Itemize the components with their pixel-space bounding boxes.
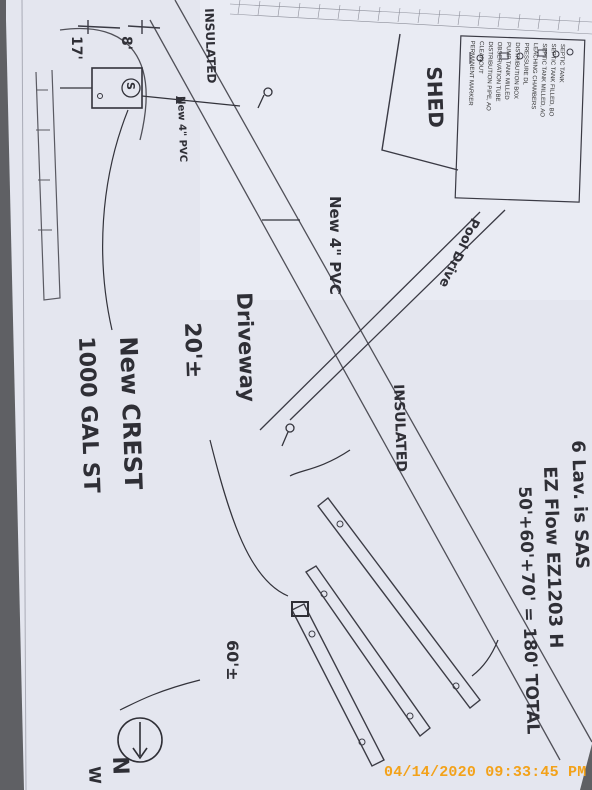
label-north: N xyxy=(107,756,133,776)
label-west: W xyxy=(85,766,105,785)
house-ticks xyxy=(36,89,52,231)
arrow-pipe xyxy=(176,96,185,104)
label-spec-1: 6 Lav. is SAS xyxy=(567,440,592,570)
legend-box xyxy=(454,35,586,203)
tank-lid-circle xyxy=(121,78,141,98)
leaching-trenches xyxy=(291,497,481,767)
photo-timestamp: 04/14/2020 09:33:45 PM xyxy=(384,764,587,781)
paper-margin-line xyxy=(21,0,27,790)
tank-inlet-dot xyxy=(97,93,103,99)
label-tank-note-1: New CREST xyxy=(114,336,148,490)
grid-strip xyxy=(229,0,592,35)
label-depth-1: 8' xyxy=(118,36,134,51)
dist-arrow-curve xyxy=(209,439,289,597)
cleanout-markers xyxy=(257,87,295,447)
north-arrow-circle xyxy=(117,717,163,763)
label-shed: SHED xyxy=(422,66,449,129)
house-outline xyxy=(35,69,61,301)
distribution-box xyxy=(291,601,309,617)
label-laterals: 60'± xyxy=(223,640,242,681)
label-insulated-top: INSULATED xyxy=(202,8,219,84)
legend-symbols xyxy=(469,48,574,64)
north-arrow-head xyxy=(132,747,148,760)
label-new-pvc-drive: New 4" PVC xyxy=(326,196,344,295)
label-new-pvc-pipe: New 4" PVC xyxy=(175,96,189,163)
insulated-arrow xyxy=(289,449,351,477)
shed-outline xyxy=(381,33,459,171)
laterals-arrow xyxy=(119,679,201,711)
pool-drive xyxy=(259,209,506,431)
paper-glare xyxy=(200,0,592,300)
label-depth-2: 17' xyxy=(68,36,84,60)
pipe-tank-to-road xyxy=(141,95,241,107)
road-lines xyxy=(59,0,592,761)
depth-markers xyxy=(77,20,161,34)
spec-arrow xyxy=(471,639,499,677)
label-driveway: Driveway xyxy=(232,292,260,403)
label-insulated-mid: INSULATED xyxy=(390,384,410,473)
label-distance: 20'± xyxy=(179,322,206,379)
trench-observation-tubes xyxy=(308,520,460,746)
legend-items: SEPTIC TANK SEPTIC TANK FILLED, BO SEPTI… xyxy=(464,41,566,118)
label-tank-symbol: S xyxy=(124,82,137,90)
arrow-left-curve xyxy=(102,109,129,331)
